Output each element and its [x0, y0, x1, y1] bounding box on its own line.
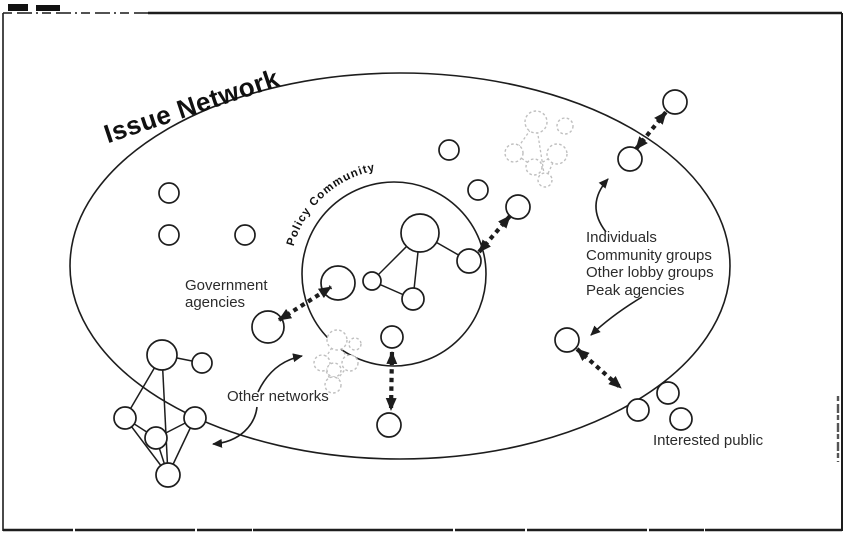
network-node [656, 381, 680, 405]
latent-network-node [504, 143, 524, 163]
pointer-arrow [257, 353, 303, 393]
latent-network-node [313, 354, 331, 372]
network-node [376, 412, 402, 438]
network-node [158, 182, 180, 204]
latent-network-node [326, 362, 342, 378]
network-node [626, 398, 650, 422]
network-node [183, 406, 207, 430]
network-node [380, 325, 404, 349]
network-node [155, 462, 181, 488]
latent-network-node [537, 172, 553, 188]
network-node [362, 271, 382, 291]
network-node [401, 287, 425, 311]
latent-network-node [326, 329, 348, 351]
exchange-arrow [477, 214, 512, 254]
network-node [505, 194, 531, 220]
label-government-agencies-line2: agencies [185, 294, 246, 311]
network-node [113, 406, 137, 430]
latent-network-node [324, 376, 342, 394]
latent-network-cluster [313, 329, 362, 394]
policy-community-label: Policy Community [285, 162, 377, 248]
scan-artifact-mark [8, 4, 28, 11]
latent-network-cluster [504, 110, 574, 188]
network-node [456, 248, 482, 274]
exchange-arrow [634, 110, 668, 151]
label-government-agencies: Government agencies [185, 277, 268, 311]
network-node [662, 89, 688, 115]
pointer-arrow [590, 296, 643, 336]
network-node [617, 146, 643, 172]
latent-network-node [348, 337, 362, 351]
actor-type-community-groups: Community groups [586, 246, 712, 264]
actor-type-other-lobby-groups: Other lobby groups [586, 264, 714, 282]
network-node [158, 224, 180, 246]
latent-network-node [341, 354, 359, 372]
network-node [320, 265, 356, 301]
exchange-arrow [575, 347, 623, 390]
scan-artifact-mark [36, 5, 60, 11]
label-interested-public: Interested public [653, 432, 764, 449]
page-frame [2, 4, 843, 532]
label-other-networks: Other networks [227, 388, 329, 405]
network-node [191, 352, 213, 374]
network-node [146, 339, 178, 371]
pointer-arrow [212, 406, 258, 448]
issue-network-ellipse [69, 72, 731, 460]
network-node [234, 224, 256, 246]
latent-network-node [524, 110, 548, 134]
label-actor-types: Individuals Community groups Other lobby… [586, 229, 714, 299]
latent-network-node [556, 117, 574, 135]
actor-type-peak-agencies: Peak agencies [586, 281, 685, 299]
network-node [251, 310, 285, 344]
pointer-arrow [595, 178, 609, 233]
network-node [400, 213, 440, 253]
actor-type-individuals: Individuals [586, 229, 657, 246]
label-government-agencies-line1: Government [185, 277, 268, 294]
latent-network-node [546, 143, 568, 165]
exchange-arrow [385, 351, 398, 411]
network-node [144, 426, 168, 450]
network-node [669, 407, 693, 431]
exchange-arrow [277, 285, 333, 322]
network-node [438, 139, 460, 161]
network-node [467, 179, 489, 201]
network-node [554, 327, 580, 353]
latent-network-node [525, 158, 543, 176]
network-edge [161, 354, 169, 476]
